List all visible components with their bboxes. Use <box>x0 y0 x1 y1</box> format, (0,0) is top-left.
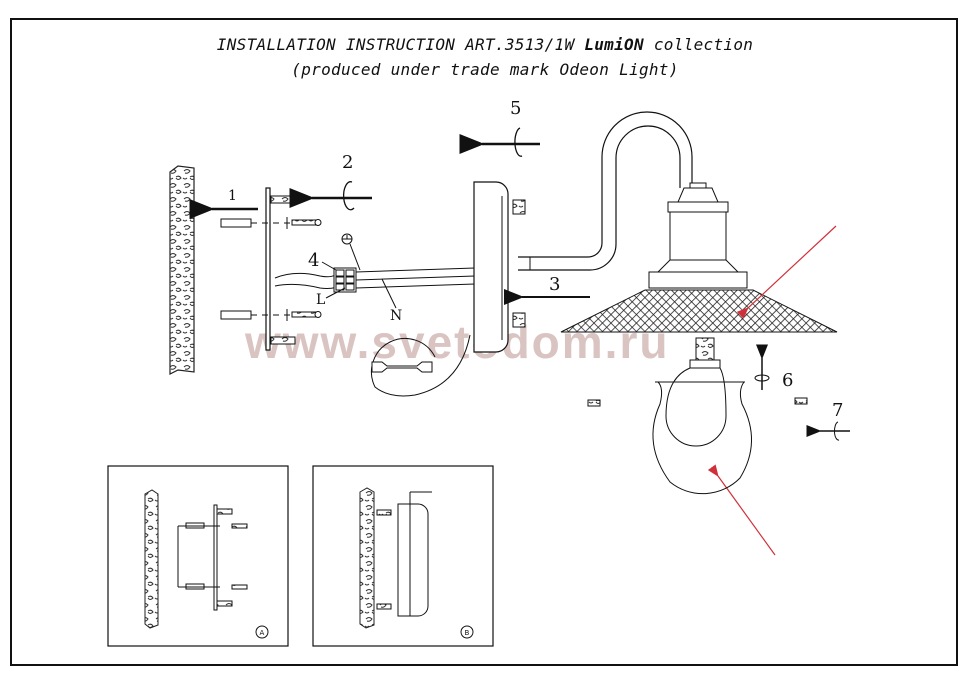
step-5-rotate-arrow: 5 <box>459 98 540 157</box>
lamp-arm <box>518 111 693 271</box>
wrench-detail <box>370 334 471 397</box>
step-3-label: 3 <box>549 274 560 295</box>
instruction-title: INSTALLATION INSTRUCTION ART.3513/1W Lum… <box>0 35 970 54</box>
mesh-shade <box>560 289 838 333</box>
step-1-arrow: 1 <box>189 188 258 219</box>
step-2-rotate-arrow: 2 <box>289 152 372 211</box>
left-glass-screw <box>587 399 601 407</box>
neutral-wire-label: N <box>390 308 402 324</box>
title-suffix: collection <box>643 35 754 54</box>
inset-a: A <box>107 465 289 647</box>
step-3-arrow: 3 <box>504 274 590 305</box>
wiring: 4 L N <box>274 233 476 324</box>
step-7-rotate-arrow: 7 <box>806 400 850 441</box>
step-6-rotate-arrow: 6 <box>754 344 793 391</box>
step-6-label: 6 <box>782 370 793 391</box>
mounting-plate <box>220 187 322 351</box>
inset-b-label: B <box>465 629 470 637</box>
step-1-label: 1 <box>228 188 237 204</box>
step-5-label: 5 <box>510 98 521 119</box>
bulb-and-glass <box>652 337 752 495</box>
page-border <box>10 18 958 666</box>
wall <box>169 165 195 375</box>
inset-a-label: A <box>260 629 265 637</box>
live-wire-label: L <box>316 292 325 308</box>
glass-pointer-arrow <box>707 464 776 556</box>
instruction-subtitle: (produced under trade mark Odeon Light) <box>291 60 679 79</box>
step-7-label: 7 <box>832 400 843 421</box>
title-prefix: INSTALLATION INSTRUCTION ART.3513/1W <box>216 35 585 54</box>
lamp-holder <box>648 182 748 289</box>
inset-b: B <box>312 465 494 647</box>
fixture-canopy <box>473 181 526 353</box>
shade-pointer-arrow <box>736 225 837 319</box>
right-glass-screw <box>794 397 808 405</box>
step-2-label: 2 <box>342 152 353 173</box>
step-4-label: 4 <box>308 250 319 271</box>
brand-name: LumiON <box>584 35 644 54</box>
